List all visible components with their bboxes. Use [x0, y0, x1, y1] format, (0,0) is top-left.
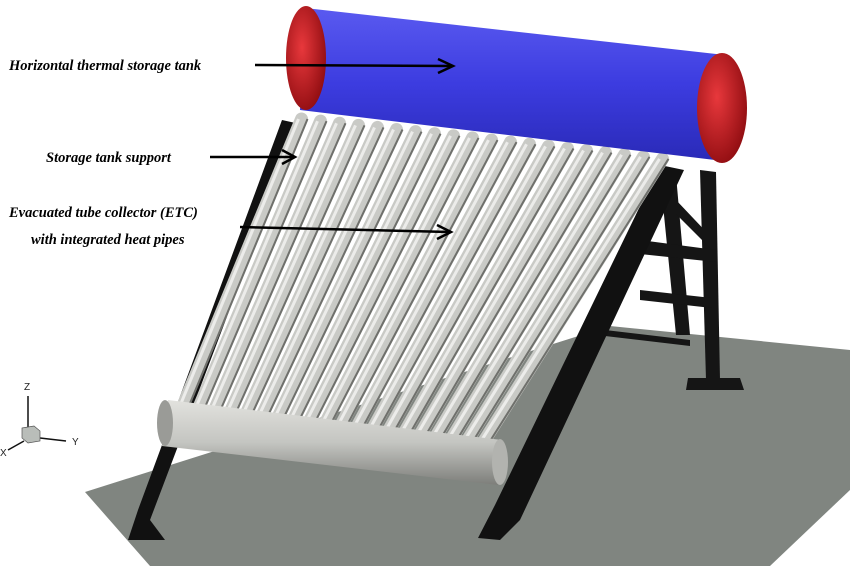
tube-highlight — [368, 143, 528, 429]
label-etc-line2: with integrated heat pipes — [31, 232, 185, 248]
label-tank: Horizontal thermal storage tank — [8, 58, 202, 74]
tube-shadow — [298, 133, 442, 420]
tube — [445, 148, 631, 444]
tube — [271, 125, 422, 424]
evacuated-tubes — [176, 112, 670, 448]
tube-shadow — [314, 135, 461, 422]
tube — [239, 120, 384, 420]
tank-right-cap — [697, 53, 747, 163]
tube-highlight — [241, 126, 376, 414]
axis-triad: Z Y X — [0, 382, 79, 459]
tube-shadow — [346, 139, 499, 425]
tube-highlight — [416, 149, 585, 435]
tube — [414, 144, 593, 441]
tube — [366, 137, 536, 435]
bottom-manifold — [157, 400, 508, 485]
label-etc-line1: Evacuated tube collector (ETC) — [8, 205, 198, 221]
tube-highlight — [210, 122, 338, 411]
arrow-etc — [239, 223, 454, 241]
tube — [303, 129, 460, 428]
tube-highlight — [257, 128, 395, 416]
tube — [319, 131, 479, 430]
tube-shadow — [283, 131, 423, 418]
axis-y-label: Y — [72, 437, 79, 448]
stand-legs — [605, 170, 744, 390]
tube-highlight — [384, 145, 547, 431]
arrow-tank — [254, 57, 456, 75]
tube — [461, 150, 650, 446]
tube-highlight — [226, 124, 357, 413]
tube-highlight — [194, 120, 319, 409]
tube — [334, 133, 498, 431]
tube — [382, 139, 555, 437]
tube-highlight — [432, 151, 604, 437]
tank-left-cap — [286, 6, 326, 110]
axis-x-label: X — [0, 448, 7, 459]
tube-shadow — [378, 143, 537, 429]
tube-shadow — [457, 154, 632, 438]
tube-shadow — [235, 124, 366, 412]
tube-highlight — [273, 130, 414, 418]
tube-shadow — [425, 150, 594, 435]
tube — [255, 123, 403, 422]
tube-shadow — [441, 152, 613, 437]
tube — [477, 152, 669, 448]
tube-shadow — [203, 120, 328, 409]
tube-shadow — [267, 129, 404, 416]
tube — [430, 146, 612, 443]
tube — [287, 127, 441, 426]
tube-highlight — [352, 141, 509, 427]
tube-shadow — [409, 147, 575, 433]
tube-highlight — [178, 118, 300, 407]
tube-highlight — [305, 135, 452, 422]
tube — [350, 135, 517, 433]
tube-shadow — [362, 141, 518, 427]
label-support: Storage tank support — [46, 150, 172, 166]
frame-right-rail — [478, 165, 684, 540]
arrow-support — [210, 148, 298, 166]
tube — [398, 141, 574, 439]
tube-shadow — [489, 158, 670, 442]
tube-shadow — [394, 145, 556, 431]
storage-tank — [286, 6, 747, 163]
tube — [176, 112, 308, 413]
tube — [208, 116, 346, 417]
tube-highlight — [463, 156, 642, 441]
tube-highlight — [400, 147, 566, 433]
tube-highlight — [448, 153, 623, 439]
tube-shadow — [473, 156, 651, 440]
tube-shadow — [219, 122, 347, 411]
tube-highlight — [321, 137, 471, 424]
tube-shadow — [251, 127, 385, 414]
tube-highlight — [337, 139, 490, 426]
tube-shadow — [330, 137, 480, 424]
tube-shadow — [188, 118, 309, 407]
tube — [192, 114, 327, 415]
axis-z-label: Z — [24, 382, 30, 393]
tube-highlight — [479, 158, 661, 442]
tube-highlight — [289, 133, 433, 420]
tube — [223, 118, 365, 418]
